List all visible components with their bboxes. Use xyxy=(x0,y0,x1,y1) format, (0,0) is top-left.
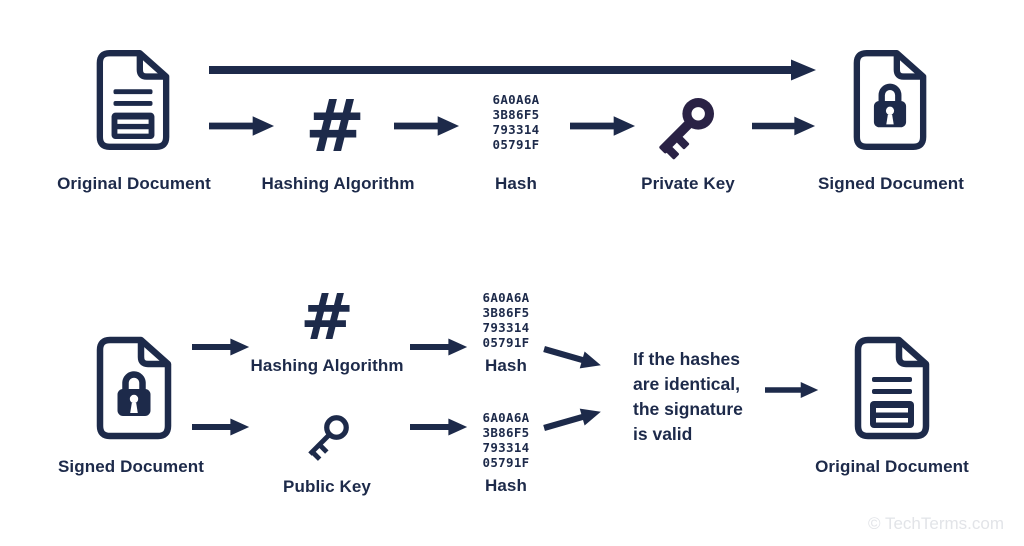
hash-symbol: # xyxy=(300,281,354,355)
hash-value: 6A0A6A 3B86F5 793314 05791F xyxy=(492,92,540,152)
signed-document-icon xyxy=(94,330,174,446)
arrow-icon xyxy=(765,378,819,402)
public-key-icon xyxy=(292,400,364,472)
private-key-label: Private Key xyxy=(641,174,735,193)
arrow-icon xyxy=(410,335,468,359)
hashing-algorithm-label: Hashing Algorithm xyxy=(250,356,404,375)
arrow-icon xyxy=(570,114,636,138)
public-key-label: Public Key xyxy=(283,477,371,496)
hashing-algorithm-label: Hashing Algorithm xyxy=(261,174,415,193)
private-key-icon xyxy=(640,80,732,172)
original-document-label: Original Document xyxy=(57,174,211,193)
diagonal-arrow-icon xyxy=(541,337,605,377)
hash-symbol: # xyxy=(304,84,366,168)
long-arrow-icon xyxy=(209,58,817,82)
hash-value: 6A0A6A 3B86F5 793314 05791F xyxy=(482,290,530,350)
hash-value: 6A0A6A 3B86F5 793314 05791F xyxy=(482,410,530,470)
hash-label: Hash xyxy=(485,476,527,495)
conclusion-text: If the hashes are identical, the signatu… xyxy=(633,349,743,444)
arrow-icon xyxy=(192,335,250,359)
signed-document-label: Signed Document xyxy=(57,457,204,476)
arrow-icon xyxy=(394,114,460,138)
signed-document-label: Signed Document xyxy=(817,174,964,193)
hash-label: Hash xyxy=(485,356,527,375)
diagonal-arrow-icon xyxy=(541,400,605,440)
arrow-icon xyxy=(410,415,468,439)
signed-document-icon xyxy=(851,47,929,153)
arrow-icon xyxy=(209,114,275,138)
arrow-icon xyxy=(192,415,250,439)
arrow-icon xyxy=(752,114,816,138)
hash-label: Hash xyxy=(495,174,537,193)
original-document-icon xyxy=(852,330,932,446)
copyright-text: © TechTerms.com xyxy=(868,514,1004,533)
original-document-label: Original Document xyxy=(815,457,969,476)
original-document-icon xyxy=(94,47,172,153)
